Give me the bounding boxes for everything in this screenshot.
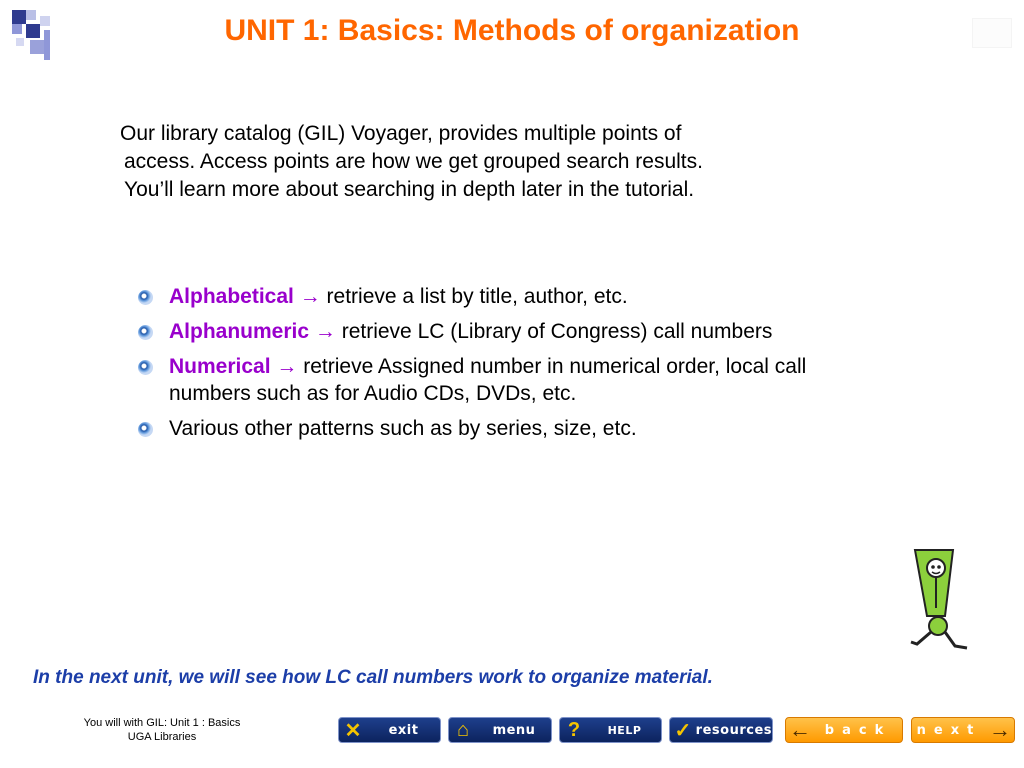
intro-paragraph: Our library catalog (GIL) Voyager, provi…	[104, 120, 844, 204]
question-icon: ?	[567, 718, 581, 741]
page-title: UNIT 1: Basics: Methods of organization	[224, 14, 800, 47]
corner-squares-logo	[0, 0, 56, 66]
method-term: Alphabetical	[169, 285, 294, 308]
list-item: Alphanumeric → retrieve LC (Library of C…	[138, 318, 818, 345]
method-term: Alphanumeric	[169, 320, 310, 343]
back-label: back	[824, 722, 892, 738]
close-icon: ✕	[344, 719, 362, 742]
list-item: Alphabetical → retrieve a list by title,…	[138, 283, 818, 310]
method-description: retrieve LC (Library of Congress) call n…	[335, 320, 773, 343]
list-item: Various other patterns such as by series…	[138, 415, 818, 442]
right-arrow-icon: →	[314, 320, 336, 343]
next-unit-note: In the next unit, we will see how LC cal…	[33, 667, 713, 688]
back-button[interactable]: ← back	[785, 717, 903, 743]
footer-library-line: UGA Libraries	[127, 731, 197, 743]
intro-line: You’ll learn more about searching in dep…	[124, 178, 695, 201]
resources-button[interactable]: ✓ resources	[669, 717, 773, 743]
swirl-bullet-icon	[138, 290, 153, 305]
right-arrow-icon: →	[276, 355, 298, 378]
exit-label: exit	[388, 722, 419, 738]
intro-line: Our library catalog (GIL) Voyager, provi…	[120, 122, 682, 145]
swirl-bullet-icon	[138, 422, 153, 437]
method-term: Numerical	[169, 355, 271, 378]
corner-box	[972, 18, 1012, 48]
right-arrow-icon: →	[299, 285, 321, 308]
exclamation-mascot-icon	[910, 549, 968, 650]
next-button[interactable]: next →	[911, 717, 1015, 743]
method-description: Various other patterns such as by series…	[169, 417, 637, 440]
intro-line: access. Access points are how we get gro…	[124, 150, 703, 173]
help-button[interactable]: ? HELP	[559, 717, 662, 743]
menu-button[interactable]: ⌂ menu	[448, 717, 552, 743]
footer-unit-line: You will with GIL: Unit 1 : Basics	[83, 717, 241, 729]
resources-label: resources	[695, 722, 772, 738]
swirl-bullet-icon	[138, 325, 153, 340]
home-icon: ⌂	[456, 718, 470, 741]
organization-methods-list: Alphabetical → retrieve a list by title,…	[138, 283, 818, 450]
next-label: next	[916, 722, 982, 738]
footer-credit: You will with GIL: Unit 1 : Basics UGA L…	[72, 716, 252, 744]
method-description: retrieve a list by title, author, etc.	[320, 285, 628, 308]
method-description: retrieve Assigned number in numerical or…	[169, 355, 807, 405]
menu-label: menu	[492, 722, 536, 738]
swirl-bullet-icon	[138, 360, 153, 375]
left-arrow-icon: ←	[789, 717, 811, 742]
right-arrow-icon: →	[989, 717, 1011, 742]
checkmark-icon: ✓	[674, 719, 692, 742]
exit-button[interactable]: ✕ exit	[338, 717, 441, 743]
list-item: Numerical → retrieve Assigned number in …	[138, 353, 818, 407]
help-label: HELP	[607, 723, 642, 737]
